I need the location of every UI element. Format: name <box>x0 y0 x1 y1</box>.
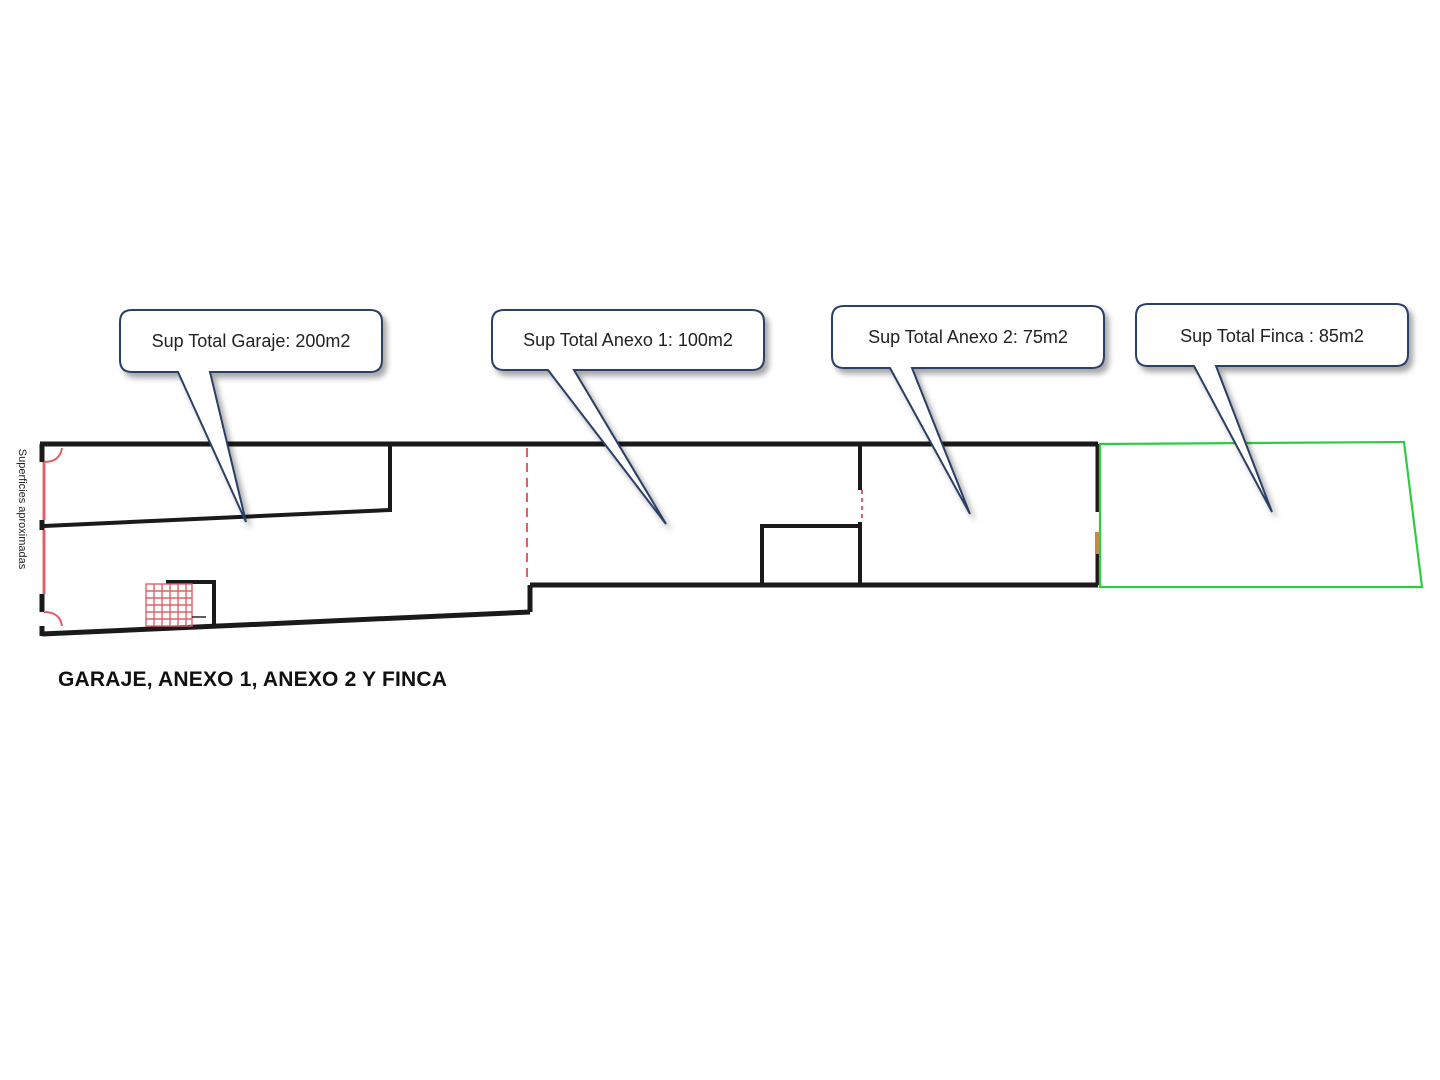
approximate-surfaces-note: Superficies aproximadas <box>16 449 28 570</box>
garage-partition <box>43 508 391 528</box>
plan-caption: GARAJE, ANEXO 1, ANEXO 2 Y FINCA <box>58 668 448 691</box>
finca-outline <box>1098 440 1424 589</box>
garage-bottom-wall <box>41 609 531 637</box>
garage-walls <box>39 441 1101 637</box>
staircase <box>145 583 206 627</box>
callout-finca-label: Sup Total Finca : 85m2 <box>1180 326 1364 346</box>
door-swing-top <box>43 447 63 463</box>
inner-walls <box>43 446 862 627</box>
callout-garaje-label: Sup Total Garaje: 200m2 <box>152 331 351 351</box>
callout-anexo2-label: Sup Total Anexo 2: 75m2 <box>868 327 1068 347</box>
callout-anexo1-label: Sup Total Anexo 1: 100m2 <box>523 330 733 350</box>
door-swing-bottom <box>43 611 63 627</box>
callout-finca <box>1135 303 1409 513</box>
callout-garaje <box>119 309 383 523</box>
door-accents <box>42 447 1099 627</box>
callout-anexo1 <box>491 309 765 525</box>
callout-anexo2 <box>831 305 1105 515</box>
